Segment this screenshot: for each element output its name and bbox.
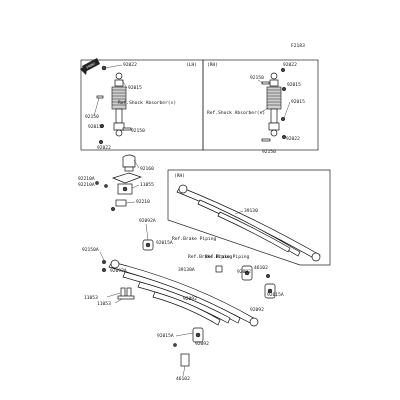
lh-front-bushing <box>142 239 154 251</box>
rh-ref-brake: Ref.Brake Piping <box>188 254 232 260</box>
part-92092-bottom: 92092 <box>195 341 209 347</box>
lh-rear-shackle <box>241 265 276 299</box>
part-92092a-lower: 92092A <box>110 268 127 274</box>
u-bolt-bracket <box>117 287 135 300</box>
rh-cap-92022-bottom <box>281 134 287 140</box>
lh-bolt-92150-bottom <box>122 127 132 131</box>
lh-part-92015-bottom: 92015 <box>88 124 102 130</box>
lh-cap-92022-bottom <box>98 139 104 145</box>
part-92092a-top: 92092A <box>139 218 156 224</box>
front-label: FRONT <box>86 62 96 70</box>
diagram-code: F2183 <box>291 43 305 49</box>
part-92015a-top: 92015A <box>156 240 173 246</box>
rh-part-92022-top: 92022 <box>283 62 297 68</box>
rh-shock-box <box>202 59 319 151</box>
bolt-46102-upper <box>265 273 271 279</box>
lh-ref-shock: Ref.Shock Absorber(s) <box>118 100 176 106</box>
part-92092-shackle: 92092 <box>237 269 251 275</box>
lh-part-92150-top: 92150 <box>85 114 99 120</box>
lh-part-92022-top: 92022 <box>123 62 137 68</box>
lh-part-92015-top: 92015 <box>128 85 142 91</box>
rh-spring-box <box>167 169 331 266</box>
part-11053-top: 11053 <box>84 295 98 301</box>
lh-part-92022-bottom: 92022 <box>97 145 111 151</box>
part-92210a-2: 92210A <box>78 182 95 188</box>
lh-rear-hanger <box>173 327 204 367</box>
rh-side-label: (RH) <box>207 62 218 68</box>
clip-brake <box>215 265 223 273</box>
washer-92150a <box>101 259 107 265</box>
part-39130a: 39130A <box>178 267 195 273</box>
lh-shock-absorber <box>111 72 127 137</box>
front-arrow-icon <box>80 58 100 75</box>
rh-shock-absorber <box>266 72 282 137</box>
bump-stop-assembly <box>110 154 143 212</box>
part-92015a-shackle: 92015A <box>267 292 284 298</box>
bolt-92210a-bottom <box>104 184 108 188</box>
lh-leaf-spring <box>108 259 259 327</box>
rh-part-92015-bottom: 92015 <box>291 99 305 105</box>
part-11055: 11055 <box>140 182 154 188</box>
lh-part-92150-bottom: 92150 <box>131 128 145 134</box>
part-92150a: 92150A <box>82 247 99 253</box>
part-39130: 39130 <box>244 208 258 214</box>
rh-part-92150-top: 92150 <box>250 75 264 81</box>
lh-bolt-92150-top <box>96 95 104 99</box>
part-46102-upper: 46102 <box>254 265 268 271</box>
rh-bolt-92150-bottom <box>261 138 271 142</box>
rh-ref-shock: Ref.Shock Absorber(s) <box>207 110 265 116</box>
rh-bolt-92150-top <box>261 81 270 85</box>
part-92160: 92160 <box>140 166 154 172</box>
part-11053-bottom: 11053 <box>97 301 111 307</box>
rh-cap-92022-top <box>280 67 286 73</box>
part-92210a-1: 92210A <box>78 176 95 182</box>
rh-nut-92015-top <box>281 86 287 92</box>
part-92092-right: 92092 <box>250 307 264 313</box>
bolt-92092a-lower <box>101 267 107 273</box>
rh-nut-92015-bottom <box>280 116 286 122</box>
rh-part-92022-bottom: 92022 <box>286 136 300 142</box>
rh-spring-side-label: (RH) <box>174 173 185 179</box>
rh-leaf-spring <box>176 184 321 262</box>
part-46102-lower: 46102 <box>176 376 190 382</box>
lh-nut-92015-bottom <box>99 123 105 129</box>
rh-part-92015-top: 92015 <box>287 82 301 88</box>
lh-side-label: (LH) <box>186 62 197 68</box>
part-92210: 92210 <box>136 199 150 205</box>
lh-ref-brake-2: Ref.Brake Piping <box>205 254 249 260</box>
bolt-92210a-top <box>95 181 99 185</box>
lh-ref-brake-1: Ref.Brake Piping <box>172 236 216 242</box>
part-92092-mid: 92092 <box>183 296 197 302</box>
part-92015a-bottom: 92015A <box>157 333 174 339</box>
rh-part-92150-bottom: 92150 <box>262 149 276 155</box>
